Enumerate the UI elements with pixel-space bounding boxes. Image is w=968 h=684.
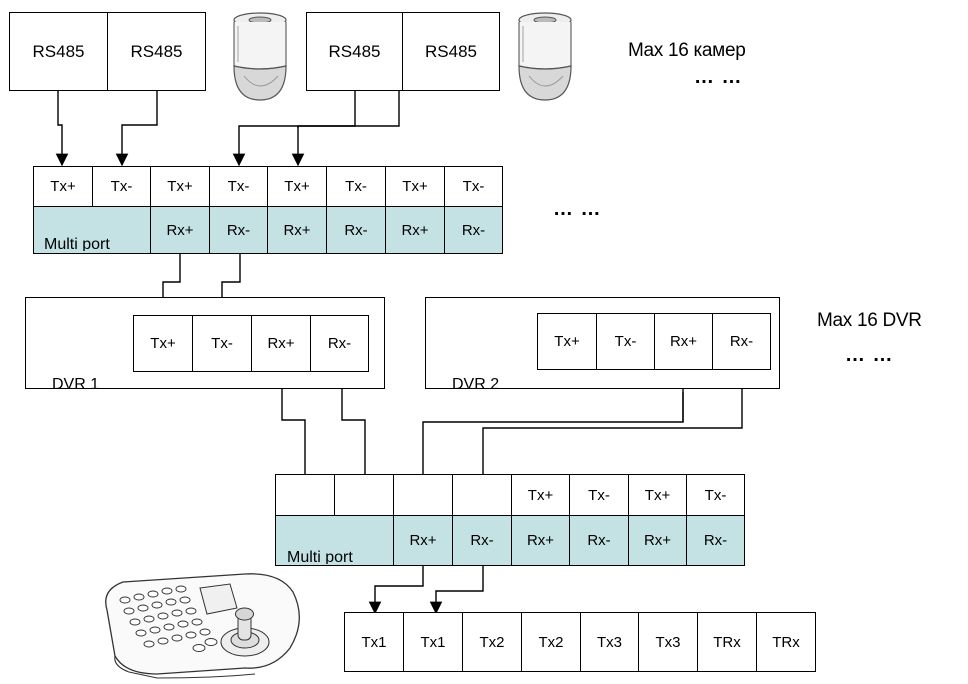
keyboard-port: Tx2	[521, 612, 581, 672]
keyboard-port: Tx3	[580, 612, 639, 672]
dvr1-port: Tx+	[133, 315, 193, 372]
dvr1-label: DVR 1	[52, 376, 100, 388]
multiport1-tx-cell: Tx+	[267, 166, 327, 207]
dvr2-label: DVR 2	[452, 376, 500, 388]
multiport2-rx-cell: Rx+	[511, 515, 570, 566]
multiport1-rx-cell: Rx-	[326, 206, 386, 254]
multiport2-rx-cell: Rx-	[452, 515, 512, 566]
rs485-cell: RS485	[306, 12, 403, 91]
ellipsis: … …	[553, 198, 602, 220]
multiport2-top-cell	[393, 474, 453, 516]
wire	[232, 90, 356, 167]
dome-camera-icon	[518, 12, 572, 101]
multiport2-rx-cell: Rx+	[393, 515, 453, 566]
dome-camera-icon	[233, 12, 287, 101]
dvr1-port: Rx-	[310, 315, 369, 372]
wire	[368, 566, 424, 615]
multiport2-top-cell: Tx-	[686, 474, 745, 516]
multiport1-tx-cell: Tx-	[444, 166, 503, 207]
multiport1-tx-cell: Tx+	[385, 166, 445, 207]
rs485-cell: RS485	[402, 12, 500, 91]
multiport2-rx-cell: Rx-	[686, 515, 745, 566]
multiport2-top-cell	[275, 474, 335, 516]
wire	[275, 372, 306, 475]
wire	[482, 370, 749, 475]
keyboard-port: Tx2	[462, 612, 522, 672]
multiport1-tx-cell: Tx-	[209, 166, 268, 207]
dvr2-port: Tx+	[537, 313, 597, 370]
dvr1-port: Tx-	[192, 315, 252, 372]
multiport1-tx-cell: Tx+	[150, 166, 210, 207]
keyboard-port: TRx	[697, 612, 757, 672]
ptz-keyboard-icon	[105, 573, 300, 679]
multiport2-top-cell	[334, 474, 394, 516]
multiport1-rx-cell: Rx+	[385, 206, 445, 254]
ellipsis: … …	[694, 66, 743, 88]
wire	[55, 90, 69, 167]
keyboard-port: Tx1	[403, 612, 463, 672]
multiport1-rx-cell: Rx-	[444, 206, 503, 254]
multiport1-rx-cell: Rx-	[209, 206, 268, 254]
wire	[115, 90, 158, 167]
multiport2-rx-cell: Rx-	[569, 515, 629, 566]
wire	[429, 566, 484, 615]
multiport1-rx-cell: Rx+	[150, 206, 210, 254]
ellipsis: … …	[845, 344, 894, 366]
multiport1-rx-cell: Rx+	[267, 206, 327, 254]
max-dvr-label: Max 16 DVR	[817, 310, 922, 331]
multiport2-rx-cell: Rx+	[628, 515, 687, 566]
multiport1-tx-cell: Tx-	[326, 166, 386, 207]
keyboard-port: Tx3	[638, 612, 698, 672]
keyboard-port: Tx1	[344, 612, 404, 672]
wire	[335, 372, 366, 475]
dvr2-port: Rx+	[654, 313, 713, 370]
dvr1-port: Rx+	[251, 315, 311, 372]
multiport1-tx-cell: Tx+	[33, 166, 93, 207]
rs485-cell: RS485	[9, 12, 108, 91]
multiport2-top-cell	[452, 474, 512, 516]
dvr2-port: Tx-	[596, 313, 655, 370]
multiport2-top-cell: Tx+	[628, 474, 687, 516]
max-cameras-label: Max 16 камер	[628, 40, 746, 61]
keyboard-port: TRx	[756, 612, 816, 672]
multiport1-label: Multi port	[44, 236, 110, 251]
multiport2-top-cell: Tx+	[511, 474, 570, 516]
rs485-cell: RS485	[107, 12, 206, 91]
multiport2-top-cell: Tx-	[569, 474, 629, 516]
multiport1-tx-cell: Tx-	[92, 166, 151, 207]
multiport2-label: Multi port	[287, 549, 353, 564]
dvr2-port: Rx-	[712, 313, 771, 370]
wire	[291, 90, 400, 167]
